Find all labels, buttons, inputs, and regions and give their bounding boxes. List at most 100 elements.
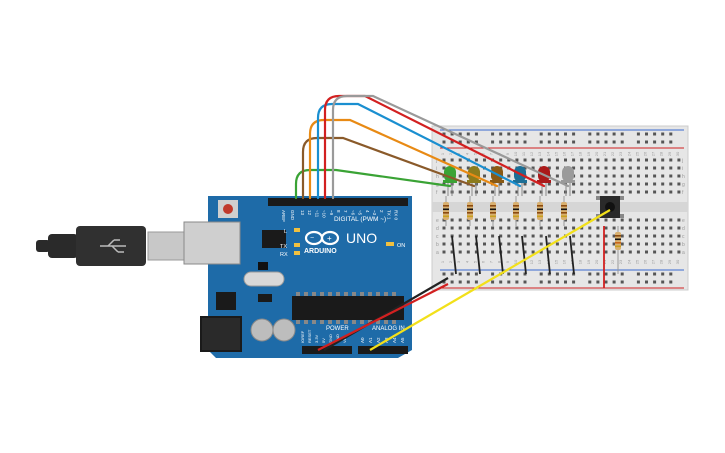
breadboard-hole[interactable] [483, 158, 486, 162]
breadboard-hole[interactable] [677, 234, 681, 238]
rail-hole[interactable] [588, 132, 592, 136]
rail-hole[interactable] [612, 132, 616, 136]
breadboard-hole[interactable] [677, 158, 681, 162]
breadboard-hole[interactable] [539, 250, 543, 254]
breadboard-hole[interactable] [555, 158, 559, 162]
breadboard-hole[interactable] [636, 182, 640, 186]
wire-black-ground[interactable] [323, 277, 449, 351]
breadboard-hole[interactable] [531, 182, 535, 186]
resistor[interactable] [513, 196, 519, 226]
rail-hole[interactable] [547, 132, 551, 136]
wire-red-power[interactable] [317, 283, 449, 351]
breadboard-hole[interactable] [636, 250, 640, 254]
breadboard-hole[interactable] [661, 218, 665, 222]
rail-hole[interactable] [539, 132, 543, 136]
breadboard-hole[interactable] [580, 158, 584, 162]
rail-hole[interactable] [539, 272, 543, 276]
rail-hole[interactable] [645, 140, 648, 144]
rail-hole[interactable] [523, 140, 527, 144]
rail-hole[interactable] [564, 272, 567, 276]
breadboard-hole[interactable] [572, 182, 576, 186]
resistor[interactable] [443, 196, 449, 226]
rail-hole[interactable] [442, 140, 446, 144]
breadboard-hole[interactable] [564, 218, 567, 222]
breadboard-hole[interactable] [596, 166, 600, 170]
breadboard-hole[interactable] [645, 234, 648, 238]
breadboard-hole[interactable] [588, 234, 592, 238]
rail-hole[interactable] [645, 280, 648, 284]
breadboard-hole[interactable] [547, 242, 551, 246]
breadboard-hole[interactable] [515, 250, 519, 254]
breadboard-hole[interactable] [491, 250, 495, 254]
breadboard-hole[interactable] [507, 158, 511, 162]
breadboard-hole[interactable] [515, 242, 519, 246]
rail-hole[interactable] [499, 280, 503, 284]
breadboard-hole[interactable] [442, 226, 446, 230]
breadboard-hole[interactable] [604, 174, 608, 178]
rail-hole[interactable] [507, 132, 511, 136]
breadboard-hole[interactable] [612, 234, 616, 238]
breadboard-hole[interactable] [661, 242, 665, 246]
ground-jumper[interactable] [451, 235, 457, 275]
rail-hole[interactable] [661, 272, 665, 276]
breadboard-hole[interactable] [555, 218, 559, 222]
breadboard-hole[interactable] [596, 158, 600, 162]
rail-hole[interactable] [474, 280, 478, 284]
rail-hole[interactable] [539, 140, 543, 144]
rail-hole[interactable] [564, 132, 567, 136]
breadboard-hole[interactable] [604, 234, 608, 238]
breadboard-hole[interactable] [555, 250, 559, 254]
rail-hole[interactable] [669, 280, 673, 284]
rail-hole[interactable] [466, 132, 470, 136]
rail-hole[interactable] [636, 272, 640, 276]
rail-hole[interactable] [612, 272, 616, 276]
breadboard-hole[interactable] [653, 174, 657, 178]
resistor[interactable] [561, 196, 567, 226]
breadboard-hole[interactable] [588, 174, 592, 178]
breadboard-hole[interactable] [547, 166, 551, 170]
breadboard-hole[interactable] [580, 250, 584, 254]
breadboard-hole[interactable] [507, 250, 511, 254]
breadboard-hole[interactable] [539, 218, 543, 222]
breadboard-hole[interactable] [636, 242, 640, 246]
rail-hole[interactable] [450, 132, 454, 136]
breadboard-hole[interactable] [669, 250, 673, 254]
rail-hole[interactable] [555, 280, 559, 284]
breadboard-hole[interactable] [450, 250, 454, 254]
breadboard-hole[interactable] [483, 250, 486, 254]
breadboard-hole[interactable] [580, 234, 584, 238]
breadboard-hole[interactable] [669, 226, 673, 230]
breadboard-hole[interactable] [564, 226, 567, 230]
led-olive[interactable] [467, 166, 481, 196]
rail-hole[interactable] [474, 140, 478, 144]
rail-hole[interactable] [620, 272, 624, 276]
breadboard-hole[interactable] [612, 226, 616, 230]
breadboard-hole[interactable] [483, 182, 486, 186]
rail-hole[interactable] [564, 140, 567, 144]
breadboard-hole[interactable] [677, 242, 681, 246]
breadboard-hole[interactable] [612, 218, 616, 222]
breadboard-hole[interactable] [645, 182, 648, 186]
breadboard-hole[interactable] [645, 218, 648, 222]
rail-hole[interactable] [636, 140, 640, 144]
breadboard-hole[interactable] [555, 174, 559, 178]
rail-hole[interactable] [491, 132, 495, 136]
rail-hole[interactable] [604, 280, 608, 284]
rail-hole[interactable] [442, 132, 446, 136]
rail-hole[interactable] [661, 280, 665, 284]
breadboard-hole[interactable] [499, 190, 503, 194]
breadboard-hole[interactable] [442, 190, 446, 194]
breadboard-hole[interactable] [523, 158, 527, 162]
breadboard-hole[interactable] [539, 242, 543, 246]
rail-hole[interactable] [555, 272, 559, 276]
breadboard-hole[interactable] [523, 190, 527, 194]
breadboard-hole[interactable] [580, 242, 584, 246]
ground-jumper[interactable] [569, 235, 575, 275]
breadboard-hole[interactable] [604, 218, 608, 222]
breadboard-hole[interactable] [523, 242, 527, 246]
breadboard-hole[interactable] [645, 250, 648, 254]
breadboard-hole[interactable] [523, 250, 527, 254]
breadboard-hole[interactable] [491, 234, 495, 238]
breadboard-hole[interactable] [515, 226, 519, 230]
breadboard-hole[interactable] [620, 158, 624, 162]
